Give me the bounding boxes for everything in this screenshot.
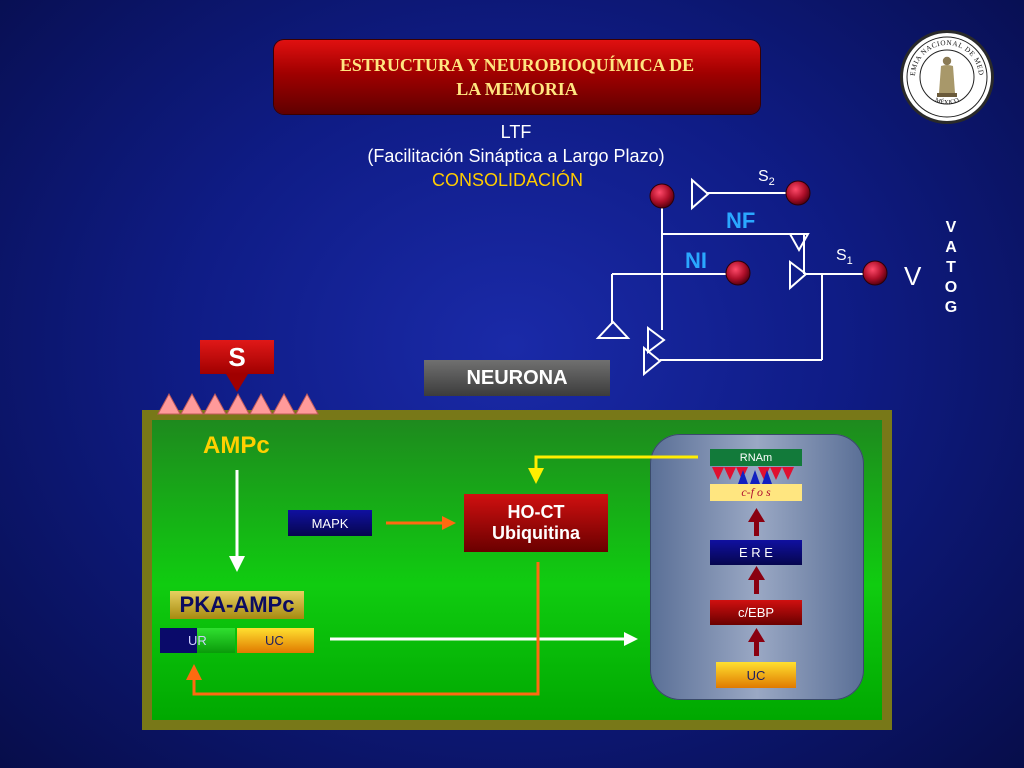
uc-nucleus-box: UC [716, 662, 796, 688]
seal-country-text: MÉXICO [934, 97, 961, 107]
pka-ampc-box: PKA-AMPc [170, 591, 304, 619]
terminal-ni-icon [595, 320, 631, 339]
synaptic-terminals [595, 177, 810, 377]
title-line-2: LA MEMORIA [456, 79, 578, 99]
membrane-receptors [157, 392, 319, 415]
title-line-1: ESTRUCTURA Y NEUROBIOQUÍMICA DE [339, 55, 695, 75]
uc-pka-label: UC [265, 633, 284, 648]
uc-segment [237, 628, 314, 653]
vatog-label: V A T O G [944, 219, 958, 316]
rnam-to-hoct-arrow [534, 455, 698, 470]
ur-label: UR [188, 633, 207, 648]
mapk-to-hoct-arrow [386, 516, 456, 530]
v-label: V [904, 261, 922, 291]
ubiquitina-label: Ubiquitina [492, 523, 580, 543]
s2-label: S2 [758, 168, 775, 189]
ur-green-segment [197, 628, 235, 653]
s1-label: S1 [836, 247, 853, 268]
rnam-cfos-triangles [712, 467, 794, 484]
hoct-ubiquitina-box: HO-CT Ubiquitina [464, 494, 608, 552]
neuron-s2-icon [785, 180, 811, 206]
neuron-s1-icon [862, 260, 888, 286]
terminal-mid-icon [647, 326, 666, 354]
terminal-nf-icon [788, 233, 810, 253]
subtitle-description: (Facilitación Sináptica a Largo Plazo) [367, 146, 665, 166]
ni-label: NI [685, 248, 707, 273]
stimulus-arrow-icon [226, 374, 248, 392]
rnam-box: RNAm [710, 449, 802, 466]
neuron-top-icon [649, 183, 675, 209]
terminal-s1-icon [789, 260, 808, 291]
cfos-box: c-f o s [710, 484, 802, 501]
hoct-to-ur-arrow [192, 562, 540, 696]
ere-box: E R E [710, 540, 802, 565]
nucleus-arrows [748, 508, 765, 656]
cebp-box: c/EBP [710, 600, 802, 625]
pka-subunits-bar [160, 628, 314, 653]
nf-label: NF [726, 208, 756, 233]
ampc-to-pka-arrow [229, 470, 245, 572]
svg-text:MÉXICO: MÉXICO [934, 97, 961, 107]
neuron-bodies [649, 180, 888, 286]
rnam-to-hoct-arrowhead [528, 468, 544, 484]
academy-seal: ACADEMIA NACIONAL DE MEDICINA MÉXICO [900, 27, 994, 124]
pka-to-nucleus-arrow [330, 632, 638, 646]
terminal-bottom-icon [643, 345, 662, 377]
hoct-label: HO-CT [507, 502, 565, 522]
hoct-to-ur-arrowhead [186, 664, 202, 680]
seal-icon: ACADEMIA NACIONAL DE MEDICINA MÉXICO [900, 27, 988, 118]
subtitle-ltf: LTF [500, 122, 532, 142]
terminal-s2-icon [691, 177, 710, 211]
circuit-wires [611, 192, 875, 361]
neuron-ni-icon [725, 260, 751, 286]
subtitle-consolidacion: CONSOLIDACIÓN [432, 170, 584, 190]
title-banner: ESTRUCTURA Y NEUROBIOQUÍMICA DE LA MEMOR… [274, 40, 760, 114]
mapk-box: MAPK [288, 510, 372, 536]
ampc-label: AMPc [203, 432, 270, 459]
stimulus-box: S [200, 340, 274, 374]
ur-dark-segment [160, 628, 198, 653]
neurona-box: NEURONA [424, 360, 610, 396]
